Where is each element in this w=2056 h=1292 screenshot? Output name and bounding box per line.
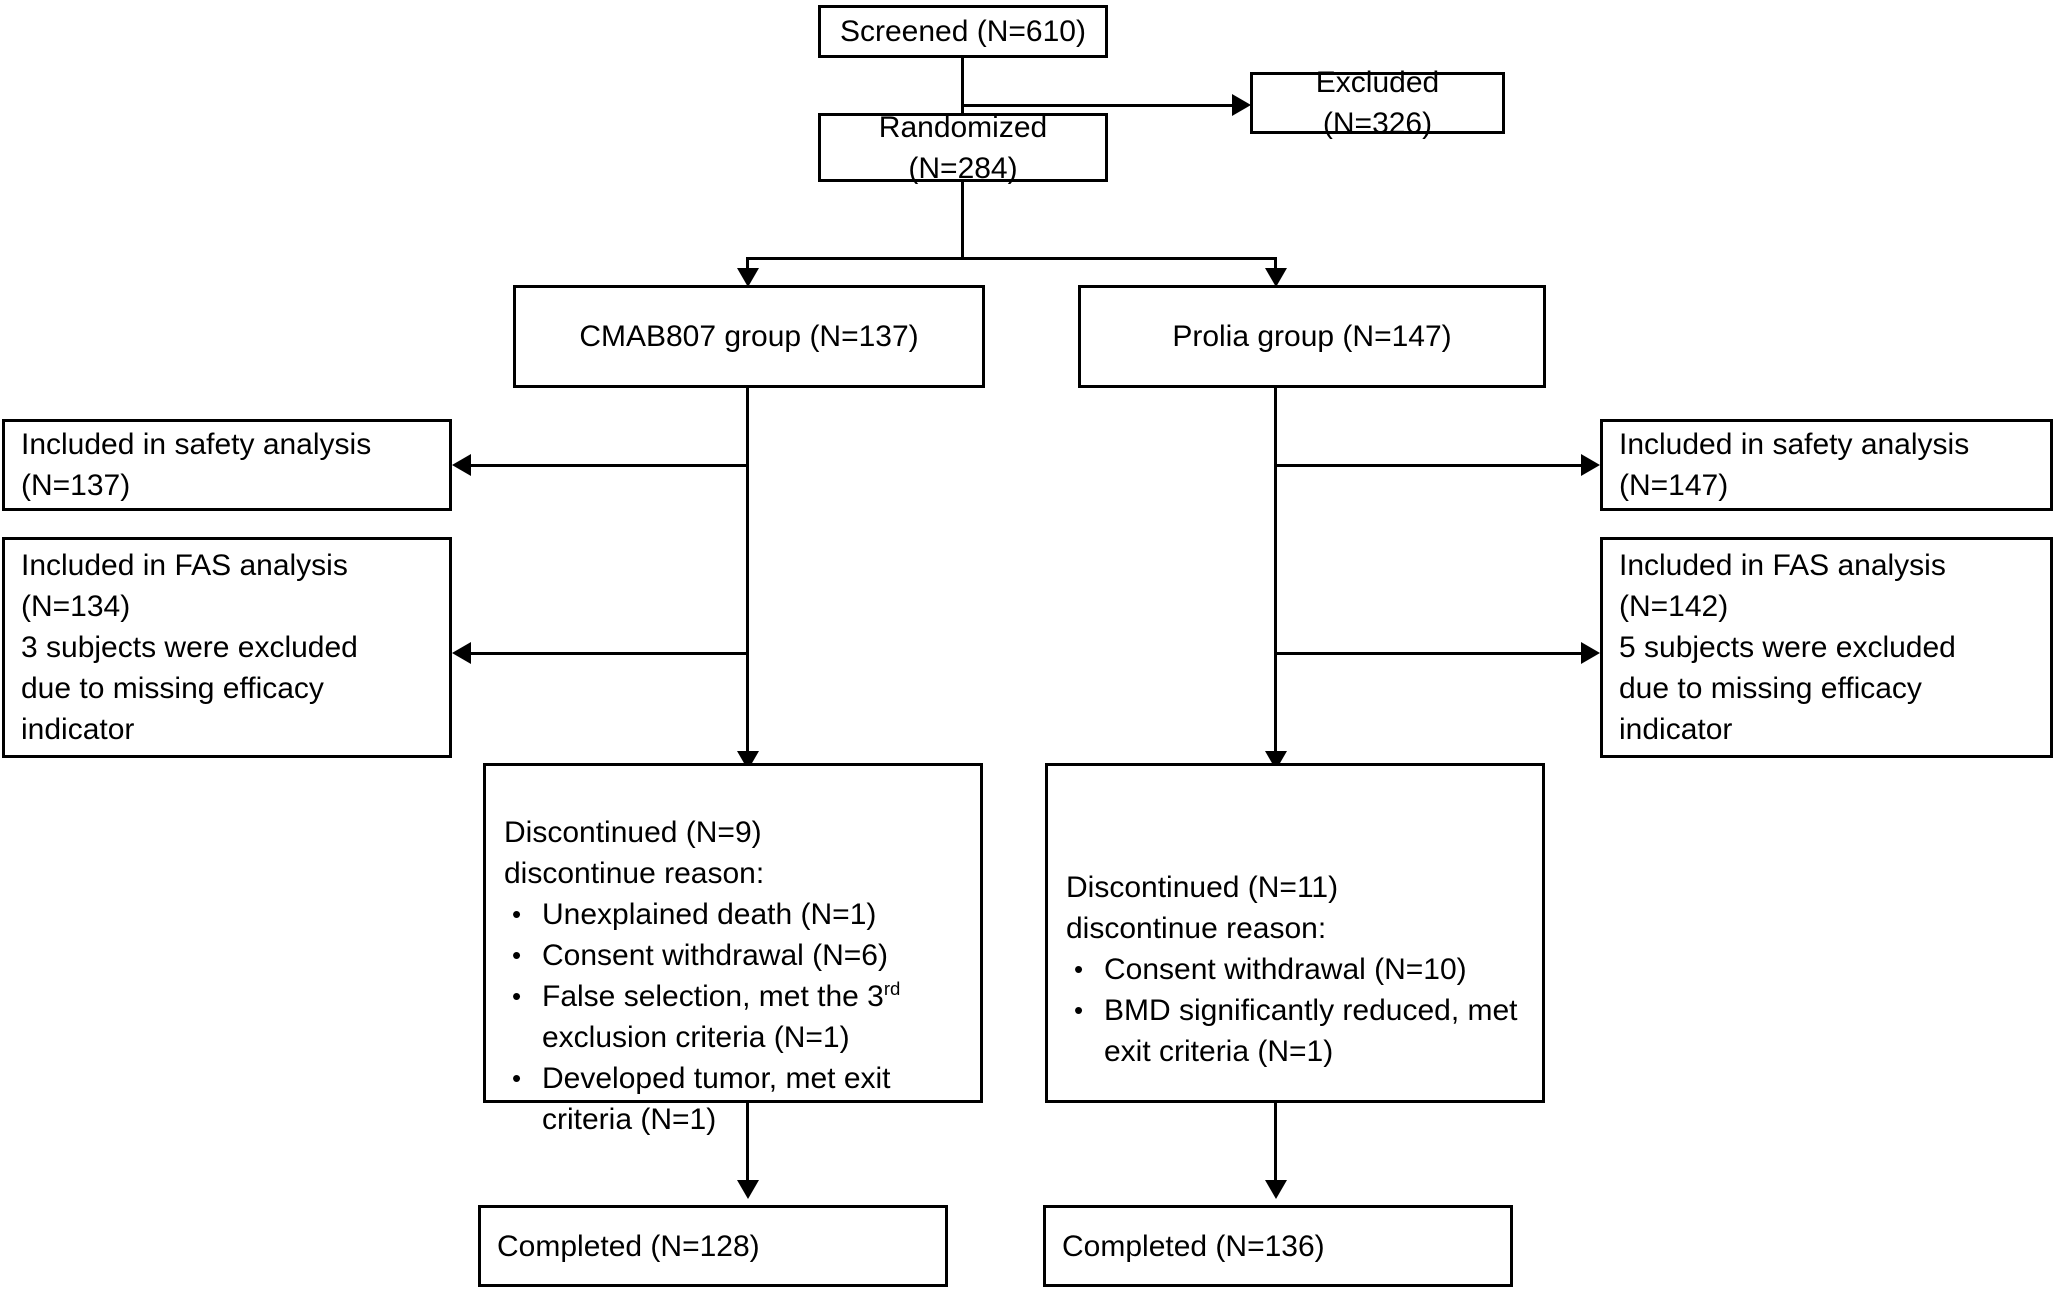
list-item: Developed tumor, met exit criteria (N=1)	[504, 1058, 980, 1140]
node-group-prolia: Prolia group (N=147)	[1078, 285, 1546, 388]
node-fas-left: Included in FAS analysis (N=134) 3 subje…	[2, 537, 452, 758]
node-randomized-label: Randomized (N=284)	[878, 110, 1048, 185]
connector-right-trunk	[1274, 388, 1277, 763]
connector-randomized-stem	[961, 182, 964, 260]
connector-left-to-fas	[470, 652, 748, 655]
connector-right-to-fas	[1274, 652, 1584, 655]
list-item: Consent withdrawal (N=10)	[1066, 949, 1542, 990]
list-item: False selection, met the 3rd exclusion c…	[504, 976, 980, 1058]
arrowhead-left-safety	[452, 454, 471, 476]
list-item: Unexplained death (N=1)	[504, 894, 980, 935]
discontinued-left-reason-list: Unexplained death (N=1) Consent withdraw…	[486, 894, 980, 1140]
node-fas-right: Included in FAS analysis (N=142) 5 subje…	[1600, 537, 2053, 758]
node-completed-right: Completed (N=136)	[1043, 1205, 1513, 1287]
discontinued-right-reason-list: Consent withdrawal (N=10) BMD significan…	[1048, 949, 1542, 1072]
arrowhead-to-right-group	[1265, 268, 1287, 287]
node-discontinued-right: Discontinued (N=11) discontinue reason: …	[1045, 763, 1545, 1103]
node-completed-left-label: Completed (N=128)	[497, 1229, 760, 1263]
node-excluded: Excluded (N=326)	[1250, 66, 1505, 140]
connector-screened-to-excluded	[961, 104, 1239, 107]
connector-right-to-safety	[1274, 464, 1584, 467]
node-group-cmab807-label: CMAB807 group (N=137)	[579, 320, 919, 353]
connector-left-to-safety	[470, 464, 748, 467]
list-item: Consent withdrawal (N=6)	[504, 935, 980, 976]
node-completed-left: Completed (N=128)	[478, 1205, 948, 1287]
node-screened-label: Screened (N=610)	[840, 15, 1086, 48]
node-fas-left-label: Included in FAS analysis (N=134) 3 subje…	[21, 549, 358, 746]
connector-randomized-split-bar	[746, 257, 1277, 260]
node-safety-left: Included in safety analysis (N=137)	[2, 419, 452, 511]
arrowhead-right-fas	[1581, 642, 1600, 664]
node-excluded-label: Excluded (N=326)	[1315, 66, 1440, 140]
node-group-prolia-label: Prolia group (N=147)	[1172, 320, 1452, 353]
list-item: BMD significantly reduced, met exit crit…	[1066, 990, 1542, 1072]
arrowhead-right-completed	[1265, 1180, 1287, 1199]
connector-left-discontinued-to-completed	[746, 1103, 749, 1188]
node-fas-right-label: Included in FAS analysis (N=142) 5 subje…	[1619, 549, 1956, 746]
connector-right-discontinued-to-completed	[1274, 1103, 1277, 1188]
node-discontinued-left-header: Discontinued (N=9) discontinue reason:	[504, 816, 765, 890]
arrowhead-left-completed	[737, 1180, 759, 1199]
arrowhead-to-left-group	[737, 268, 759, 287]
node-completed-right-label: Completed (N=136)	[1062, 1229, 1325, 1263]
node-discontinued-right-header: Discontinued (N=11) discontinue reason:	[1066, 871, 1339, 945]
arrowhead-to-excluded	[1232, 94, 1251, 116]
node-safety-right-label: Included in safety analysis (N=147)	[1619, 428, 1970, 502]
node-safety-left-label: Included in safety analysis (N=137)	[21, 428, 372, 502]
connector-screened-to-randomized	[961, 58, 964, 113]
node-screened: Screened (N=610)	[818, 5, 1108, 58]
arrowhead-left-fas	[452, 642, 471, 664]
node-group-cmab807: CMAB807 group (N=137)	[513, 285, 985, 388]
node-discontinued-left: Discontinued (N=9) discontinue reason: U…	[483, 763, 983, 1136]
arrowhead-right-safety	[1581, 454, 1600, 476]
connector-left-trunk	[746, 388, 749, 763]
node-safety-right: Included in safety analysis (N=147)	[1600, 419, 2053, 511]
node-randomized: Randomized (N=284)	[818, 111, 1108, 185]
